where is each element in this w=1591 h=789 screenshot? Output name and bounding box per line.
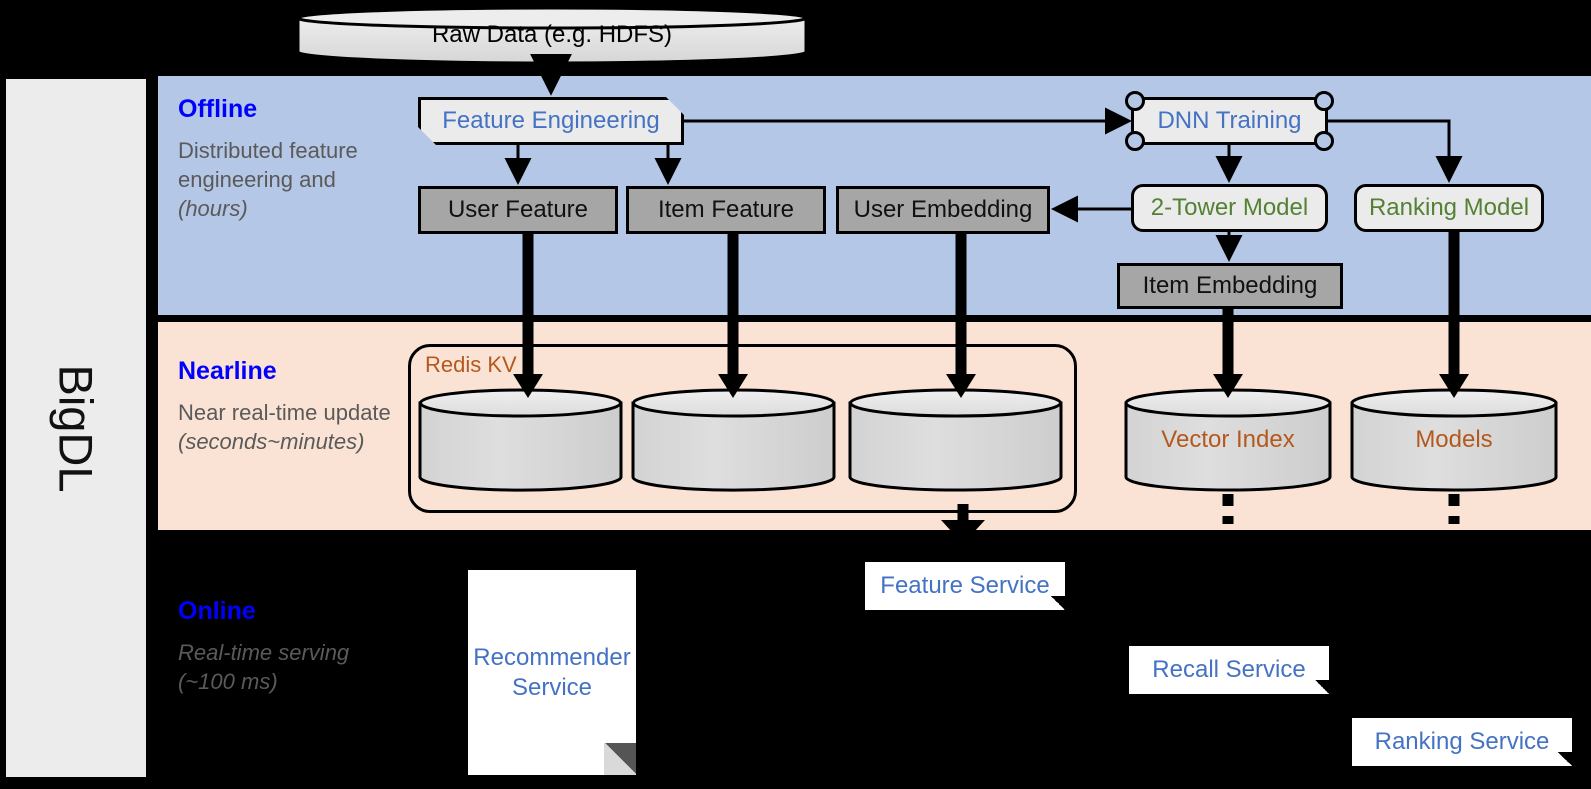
raw-data-label: Raw Data (e.g. HDFS) — [431, 21, 673, 48]
feature-service-label: Feature Service — [880, 572, 1050, 599]
vector-index-cylinder: Vector Index — [1124, 388, 1332, 492]
user-feature-node[interactable]: User Feature — [418, 186, 618, 234]
stage-label-nearline: Nearline Near real-time update (seconds~… — [178, 357, 393, 456]
item-feature-node[interactable]: Item Feature — [626, 186, 826, 234]
kv-store-label-1 — [418, 388, 623, 492]
ranking-model-node[interactable]: Ranking Model — [1354, 184, 1544, 232]
two-tower-model-label: 2-Tower Model — [1150, 194, 1309, 221]
raw-data-cylinder: Raw Data (e.g. HDFS) — [296, 6, 808, 64]
item-embedding-label: Item Embedding — [1142, 272, 1318, 299]
kv-store-cylinder-1 — [418, 388, 623, 492]
user-embedding-label: User Embedding — [853, 196, 1033, 223]
kv-store-label-2 — [631, 388, 836, 492]
stage-title-nearline: Nearline — [178, 357, 277, 385]
recall-service-label: Recall Service — [1152, 656, 1306, 683]
page-fold-icon — [1051, 596, 1065, 610]
vector-index-label: Vector Index — [1161, 426, 1295, 453]
dnn-training-label: DNN Training — [1157, 107, 1302, 134]
redis-kv-label: Redis KV — [425, 352, 517, 377]
feature-service-node[interactable]: Feature Service — [865, 562, 1065, 610]
item-embedding-node[interactable]: Item Embedding — [1117, 263, 1343, 309]
user-embedding-node[interactable]: User Embedding — [836, 186, 1050, 234]
stage-label-online: Online Real-time serving (~100 ms) — [178, 597, 393, 696]
notch-icon — [1125, 131, 1145, 151]
ranking-service-label: Ranking Service — [1374, 728, 1550, 755]
ranking-model-label: Ranking Model — [1368, 194, 1530, 221]
kv-store-label-3 — [848, 388, 1063, 492]
stage-desc-offline: Distributed feature engineering and (hou… — [178, 137, 358, 222]
redis-kv-container — [408, 344, 1077, 513]
stage-desc-nearline: Near real-time update (seconds~minutes) — [178, 399, 391, 454]
bigdl-label: BigDL — [49, 363, 103, 493]
models-label: Models — [1415, 426, 1493, 453]
notch-icon — [1314, 91, 1334, 111]
kv-store-cylinder-3 — [848, 388, 1063, 492]
two-tower-model-node[interactable]: 2-Tower Model — [1131, 184, 1328, 232]
item-feature-label: Item Feature — [657, 196, 795, 223]
page-fold-icon — [1558, 752, 1572, 766]
bigdl-sidebar: BigDL — [6, 79, 146, 777]
models-cylinder: Models — [1350, 388, 1558, 492]
page-fold-icon — [1315, 680, 1329, 694]
feature-engineering-label: Feature Engineering — [442, 107, 660, 134]
dnn-training-node[interactable]: DNN Training — [1125, 91, 1334, 151]
page-fold-icon — [604, 743, 636, 775]
stage-title-offline: Offline — [178, 95, 258, 123]
recommender-service-node[interactable]: Recommender Service — [468, 570, 636, 775]
feature-engineering-node[interactable]: Feature Engineering — [418, 97, 684, 145]
ranking-service-node[interactable]: Ranking Service — [1352, 718, 1572, 766]
notch-icon — [1314, 131, 1334, 151]
notch-icon — [1125, 91, 1145, 111]
recall-service-node[interactable]: Recall Service — [1129, 646, 1329, 694]
user-feature-label: User Feature — [447, 196, 589, 223]
stage-title-online: Online — [178, 597, 256, 625]
recommender-service-label: Recommender Service — [473, 643, 631, 701]
stage-desc-online: Real-time serving (~100 ms) — [178, 639, 350, 694]
stage-label-offline: Offline Distributed feature engineering … — [178, 95, 393, 223]
kv-store-cylinder-2 — [631, 388, 836, 492]
